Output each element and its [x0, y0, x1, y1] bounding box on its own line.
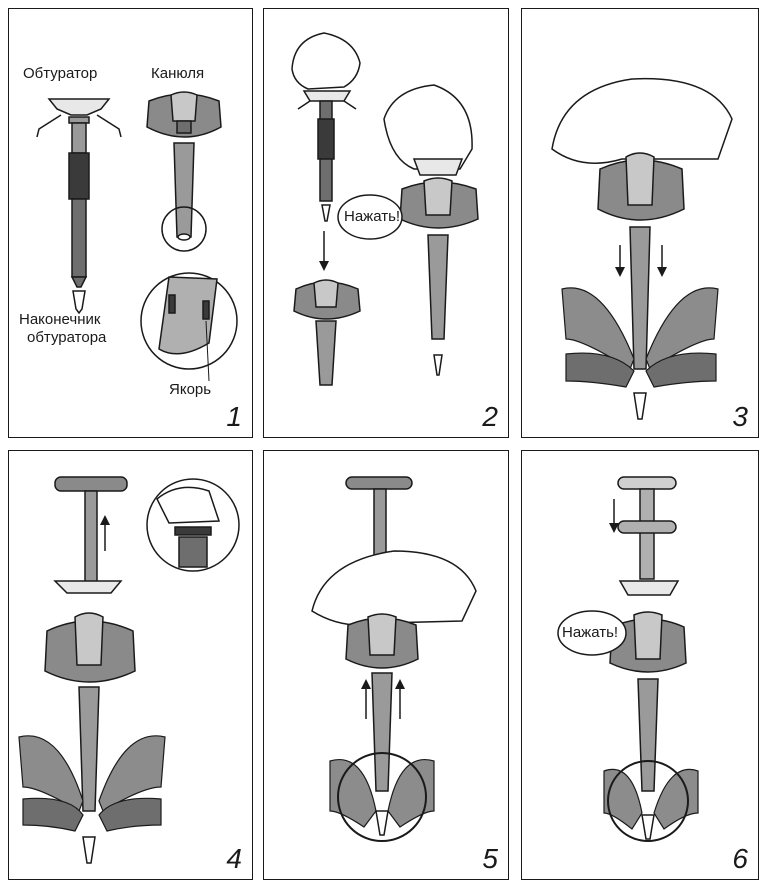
anchor-magnifier	[141, 273, 237, 381]
panel-2: Нажать! 2	[263, 8, 509, 438]
panel-6: Нажать! 6	[521, 450, 759, 880]
obturator-tip-label-line1: Наконечник	[19, 311, 100, 329]
assembled-device	[400, 159, 478, 375]
down-arrow-icon	[319, 231, 329, 271]
obturator	[37, 99, 121, 313]
panel-1: Обтуратор Канюля Наконечник обтуратора Я…	[8, 8, 253, 438]
cannula	[294, 280, 360, 385]
obturator-label: Обтуратор	[23, 65, 97, 83]
obturator-tip	[634, 393, 646, 419]
panel-number: 1	[226, 401, 242, 433]
hand-icon	[292, 33, 360, 89]
panel-4: 4	[8, 450, 253, 880]
panel-number: 6	[732, 843, 748, 875]
hand-icon	[312, 551, 476, 625]
panel-number: 3	[732, 401, 748, 433]
anchor-label: Якорь	[169, 381, 211, 399]
up-arrow-icon	[100, 515, 110, 551]
hand-icon	[384, 85, 472, 169]
obturator-handle	[618, 477, 676, 579]
panel-3: 3	[521, 8, 759, 438]
panel-4-illustration	[9, 451, 253, 880]
cannula-label: Канюля	[151, 65, 204, 83]
panel-number: 2	[482, 401, 498, 433]
obturator-tip	[83, 837, 95, 863]
obturator-tip	[642, 815, 654, 839]
press-bubble-text: Нажать!	[562, 624, 618, 641]
obturator-handle	[55, 477, 127, 591]
press-bubble-text: Нажать!	[344, 208, 400, 225]
detail-magnifier	[147, 479, 239, 571]
panel-number: 4	[226, 843, 242, 875]
cannula	[610, 581, 686, 791]
panel-5: 5	[263, 450, 509, 880]
cannula	[147, 92, 221, 251]
panel-5-illustration	[264, 451, 509, 880]
panel-number: 5	[482, 843, 498, 875]
hand-icon	[552, 79, 732, 164]
obturator-tip-label-line2: обтуратора	[27, 329, 106, 347]
obturator-tip	[376, 811, 388, 835]
panel-6-illustration	[522, 451, 759, 880]
cannula	[346, 614, 418, 791]
panel-3-illustration	[522, 9, 759, 438]
